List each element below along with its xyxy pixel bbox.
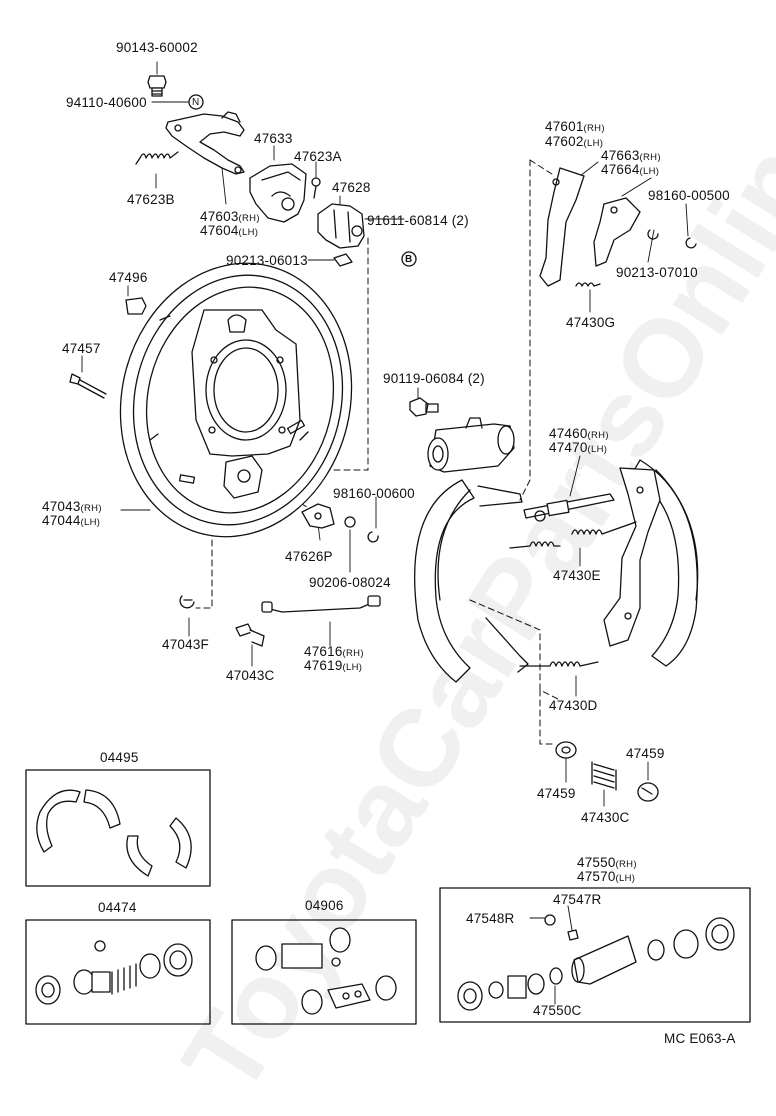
part-label-04495[interactable]: 04495 (100, 750, 139, 765)
part-label-47623A[interactable]: 47623A (294, 149, 342, 164)
wheel-cylinder-assembly (427, 417, 515, 473)
retainer-47459-left (555, 741, 577, 759)
bolt-90119 (409, 397, 439, 417)
part-label-47602[interactable]: 47602(LH) (545, 134, 604, 149)
part-label-47603[interactable]: 47603(RH) (200, 209, 260, 224)
circle-mark-b: B (405, 254, 413, 265)
kit-box-04474 (25, 919, 211, 1025)
part-label-90143-60002[interactable]: 90143-60002 (116, 40, 198, 55)
spring-47430C (591, 761, 617, 791)
backing-plate (119, 262, 353, 538)
part-label-47043C[interactable]: 47043C (226, 668, 275, 683)
part-label-47663[interactable]: 47663(RH) (601, 148, 661, 163)
part-label-98160-00600[interactable]: 98160-00600 (333, 486, 415, 501)
shoe-lever-47601 (539, 167, 585, 287)
bolt-90143 (147, 75, 167, 97)
spring-47430D (519, 661, 599, 667)
part-label-98160-00500[interactable]: 98160-00500 (648, 188, 730, 203)
kit-box-04906 (231, 919, 417, 1025)
bolt-47457 (69, 373, 107, 399)
part-label-47626P[interactable]: 47626P (285, 549, 333, 564)
part-label-47043[interactable]: 47043(RH) (42, 499, 102, 514)
nut-mark-n (188, 94, 204, 110)
c-washer-98160-00500 (685, 237, 697, 249)
part-label-47547R[interactable]: 47547R (553, 892, 602, 907)
kit-box-47550 (439, 887, 751, 1023)
part-label-94110-40600[interactable]: 94110-40600 (66, 95, 147, 110)
trailing-brake-shoe (603, 459, 699, 667)
leading-brake-shoe (414, 479, 529, 683)
plug-47496 (125, 297, 147, 315)
part-label-47459-left[interactable]: 47459 (537, 786, 576, 801)
bushing-47043F (179, 595, 195, 609)
part-label-90213-06013[interactable]: 90213-06013 (226, 253, 308, 268)
leader-lines (81, 61, 689, 1005)
cam-47626P (301, 503, 335, 529)
clip-90213-06013 (333, 253, 353, 267)
parking-brake-lever (165, 111, 245, 175)
part-label-47550[interactable]: 47550(RH) (577, 855, 637, 870)
part-label-47601[interactable]: 47601(RH) (545, 119, 605, 134)
bolt-mark-b (401, 251, 417, 267)
part-label-47430E[interactable]: 47430E (553, 568, 601, 583)
clip-90213-07010 (647, 229, 659, 240)
part-label-47664[interactable]: 47664(LH) (601, 162, 660, 177)
part-label-47043F[interactable]: 47043F (162, 637, 209, 652)
part-label-47548R[interactable]: 47548R (466, 911, 515, 926)
part-label-47570[interactable]: 47570(LH) (577, 869, 636, 884)
strut-47633 (249, 163, 307, 223)
diagram-code: MC E063-A (664, 1031, 736, 1046)
part-label-47459-right[interactable]: 47459 (626, 746, 665, 761)
part-label-47550C[interactable]: 47550C (533, 1003, 582, 1018)
part-label-47430C[interactable]: 47430C (581, 810, 630, 825)
retainer-47459-right (637, 782, 659, 802)
part-label-91611-60814[interactable]: 91611-60814 (2) (367, 213, 469, 228)
adjust-lever-47663 (593, 197, 641, 267)
part-label-47430D[interactable]: 47430D (549, 698, 598, 713)
part-label-47044[interactable]: 47044(LH) (42, 513, 101, 528)
part-label-47460[interactable]: 47460(RH) (549, 426, 609, 441)
pin-47623A (311, 177, 321, 199)
part-label-47623B[interactable]: 47623B (127, 192, 175, 207)
bolt-47043C (235, 623, 265, 647)
washer-90206 (344, 516, 356, 528)
spring-47430G (575, 282, 601, 287)
part-label-04474[interactable]: 04474 (98, 900, 137, 915)
part-label-47633[interactable]: 47633 (254, 131, 293, 146)
part-label-90213-07010[interactable]: 90213-07010 (616, 265, 698, 280)
part-label-04906[interactable]: 04906 (305, 898, 344, 913)
part-label-47470[interactable]: 47470(LH) (549, 440, 608, 455)
part-label-47619[interactable]: 47619(LH) (304, 658, 363, 673)
cable-47616 (261, 595, 381, 613)
part-label-47496[interactable]: 47496 (109, 270, 148, 285)
part-label-47628[interactable]: 47628 (332, 180, 371, 195)
bellcrank-47628 (317, 203, 365, 249)
circle-mark-n: N (192, 97, 200, 108)
part-label-47457[interactable]: 47457 (62, 341, 101, 356)
part-label-47616[interactable]: 47616(RH) (304, 644, 364, 659)
spring-47430E (509, 521, 637, 549)
kit-box-04495 (25, 769, 211, 887)
part-label-47604[interactable]: 47604(LH) (200, 223, 259, 238)
nut-98160-00600 (367, 531, 379, 543)
part-label-90206-08024[interactable]: 90206-08024 (309, 575, 391, 590)
part-label-47430G[interactable]: 47430G (566, 315, 616, 330)
adjuster-strut-47460 (523, 493, 615, 522)
part-label-90119-06084[interactable]: 90119-06084 (2) (383, 371, 485, 386)
spring-47623B (135, 151, 179, 165)
